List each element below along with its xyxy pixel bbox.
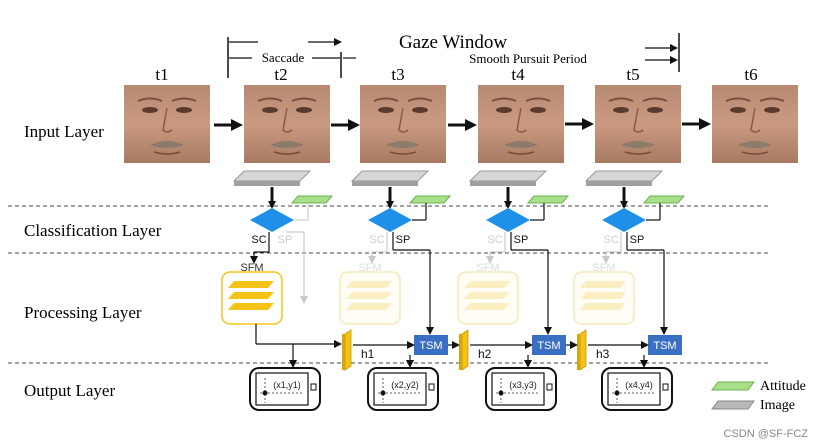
column: SC SP SFM TSM (x2,y2) [339, 170, 452, 411]
attitude-feature [290, 195, 334, 204]
sfm-layer [228, 281, 274, 288]
face-frames [124, 85, 798, 163]
sfm-layer [346, 292, 392, 299]
classifier-diamond [602, 208, 646, 232]
image-feature-side [352, 181, 418, 186]
face-frame [478, 85, 564, 163]
gaze-point [262, 390, 268, 396]
tsm-box [532, 335, 566, 355]
classification-layer-label: Classification Layer [24, 221, 162, 240]
layer-labels: Input Layer Classification Layer Process… [24, 122, 162, 400]
legend-attitude: Attitude [760, 379, 806, 394]
hidden-state [579, 329, 587, 371]
sfm-layer [580, 281, 626, 288]
sfm-layer [228, 303, 274, 310]
hidden-label: h3 [596, 347, 610, 361]
hidden-label: h2 [478, 347, 492, 361]
time-label: t6 [744, 65, 757, 84]
sfm-label: SFM [476, 262, 499, 274]
sfm-layer [464, 281, 510, 288]
image-feature [232, 170, 312, 182]
sc-label: SC [603, 234, 618, 246]
sfm-layer [464, 292, 510, 299]
output-coord: (x4,y4) [625, 380, 653, 390]
column: SC SP SFM TSM (x3,y3) [457, 170, 570, 411]
processing-columns: SC SP SFM (x1,y1) SC SP SFM TSM (x2,y2) SC SP SFM TS… [221, 170, 686, 411]
sfm-label: SFM [592, 262, 615, 274]
tsm-box [414, 335, 448, 355]
classifier-diamond [368, 208, 412, 232]
output-layer-label: Output Layer [24, 381, 115, 400]
legend-image: Image [760, 398, 795, 413]
gaze-point [498, 390, 504, 396]
image-feature-side [586, 181, 652, 186]
column: SC SP SFM TSM (x4,y4) [573, 170, 686, 411]
face-frame [124, 85, 210, 163]
sp-label: SP [278, 234, 293, 246]
output-coord: (x1,y1) [273, 380, 301, 390]
gaze-point [614, 390, 620, 396]
sp-label: SP [396, 234, 411, 246]
gaze-window-label: Gaze Window [399, 32, 507, 53]
classifier-diamond [486, 208, 530, 232]
hidden-state [461, 329, 469, 371]
time-label: t5 [626, 65, 639, 84]
time-labels: t1 t2 t3 t4 t5 t6 [155, 65, 757, 84]
output-coord: (x3,y3) [509, 380, 537, 390]
sfm-label: SFM [358, 262, 381, 274]
image-feature [468, 170, 548, 182]
header: Gaze Window Saccade Smooth Pursuit Perio… [227, 32, 680, 78]
time-label: t2 [274, 65, 287, 84]
sp-label: SP [630, 234, 645, 246]
sfm-layer [464, 303, 510, 310]
saccade-label: Saccade [262, 50, 305, 65]
time-label: t3 [391, 65, 404, 84]
attitude-feature [642, 195, 686, 204]
classifier-diamond [250, 208, 294, 232]
tsm-box [648, 335, 682, 355]
time-label: t1 [155, 65, 168, 84]
sc-label: SC [369, 234, 384, 246]
time-label: t4 [511, 65, 525, 84]
watermark: CSDN @SF-FCZ [723, 428, 809, 440]
image-swatch [711, 400, 755, 410]
input-layer-label: Input Layer [24, 122, 104, 141]
tsm-label: TSM [419, 340, 442, 352]
sfm-layer [346, 303, 392, 310]
sfm-layer [580, 292, 626, 299]
attitude-feature [408, 195, 452, 204]
output-coord: (x2,y2) [391, 380, 419, 390]
image-feature-side [234, 181, 300, 186]
gaze-point [380, 390, 386, 396]
tsm-label: TSM [653, 340, 676, 352]
hidden-label: h1 [361, 347, 375, 361]
face-frame [595, 85, 681, 163]
image-feature [584, 170, 664, 182]
attitude-feature [526, 195, 570, 204]
legend: Attitude Image [711, 379, 806, 413]
hidden-state [344, 329, 352, 371]
sc-label: SC [251, 234, 266, 246]
face-frame [712, 85, 798, 163]
sfm-label: SFM [240, 262, 263, 274]
image-feature [350, 170, 430, 182]
face-frame [360, 85, 446, 163]
sc-label: SC [487, 234, 502, 246]
column: SC SP SFM (x1,y1) [221, 170, 334, 411]
face-frame [244, 85, 330, 163]
smooth-pursuit-label: Smooth Pursuit Period [469, 51, 587, 66]
image-feature-side [470, 181, 536, 186]
sp-label: SP [514, 234, 529, 246]
hidden-chain: h1 h2 h3 [255, 324, 649, 371]
sfm-layer [580, 303, 626, 310]
sfm-layer [346, 281, 392, 288]
processing-layer-label: Processing Layer [24, 303, 142, 322]
sfm-layer [228, 292, 274, 299]
tsm-label: TSM [537, 340, 560, 352]
frame-arrows [214, 118, 711, 131]
attitude-swatch [711, 381, 755, 391]
